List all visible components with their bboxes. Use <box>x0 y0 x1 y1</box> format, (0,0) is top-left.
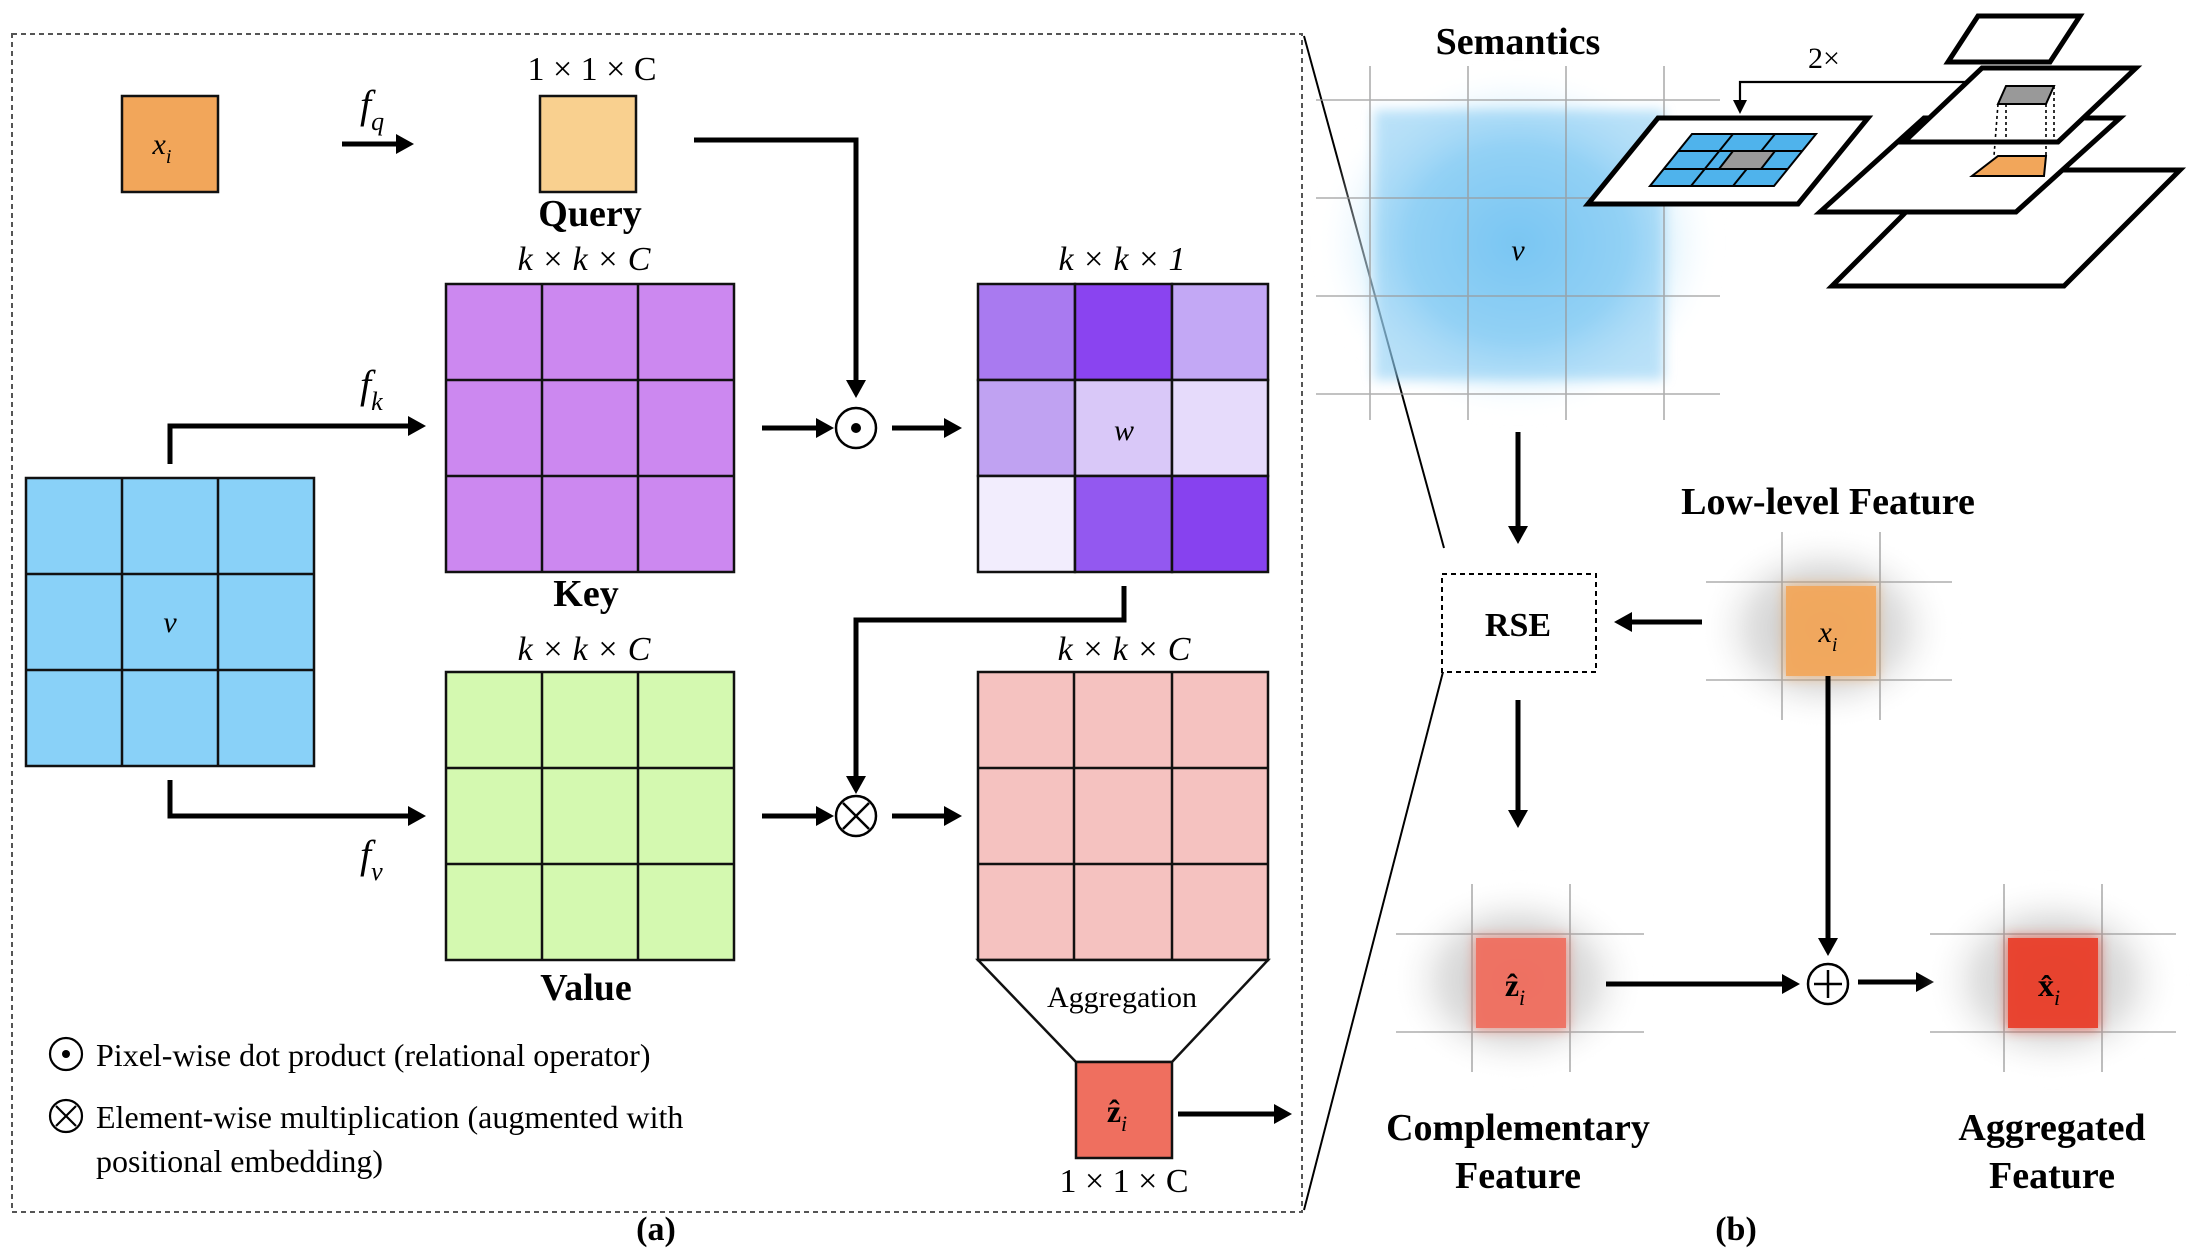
aggregated-xhat-label: x̂i <box>2038 967 2060 1010</box>
panel-a-border <box>11 33 1303 1213</box>
panel-a-caption: (a) <box>636 1211 676 1248</box>
value-to-times-arrow <box>762 806 834 826</box>
xi-label: xi <box>152 128 172 168</box>
query-label: Query <box>538 193 641 235</box>
semantics-v-label: v <box>1511 234 1525 267</box>
key-to-dot-arrow <box>762 418 834 438</box>
zhat-output-arrow <box>1178 1104 1292 1124</box>
query-to-dot-arrow <box>694 137 866 398</box>
query-square <box>538 94 638 194</box>
legend-times-text-1: Element-wise multiplication (augmented w… <box>96 1099 683 1135</box>
fv-arrow <box>167 780 426 826</box>
agg-grid <box>976 670 1270 962</box>
weight-cell <box>976 282 1077 382</box>
key-grid <box>444 282 736 574</box>
semantics-to-rse-arrow <box>1508 432 1528 544</box>
lowlevel-to-plus-arrow <box>1818 676 1838 956</box>
plus-operator-icon <box>1806 962 1850 1006</box>
weight-cell <box>1170 378 1270 478</box>
scale-label: 2× <box>1808 42 1840 75</box>
feature-pyramid-icon <box>1582 13 2187 289</box>
aggregation-label: Aggregation <box>1047 981 1197 1014</box>
weight-dims: k × k × 1 <box>1058 241 1185 278</box>
complementary-title-2: Feature <box>1455 1155 1581 1197</box>
legend-times-text-2: positional embedding) <box>96 1143 383 1179</box>
dot-operator-icon <box>834 406 878 450</box>
zhat-square <box>1074 1060 1174 1160</box>
xi-input-box: xi <box>120 94 220 194</box>
v-label: v <box>163 606 177 639</box>
complementary-zhat-label: ẑi <box>1505 967 1525 1010</box>
aggregated-title-1: Aggregated <box>1958 1107 2145 1149</box>
plus-to-aggregated-arrow <box>1858 972 1934 992</box>
v-grid <box>24 476 316 768</box>
aggregated-title-2: Feature <box>1989 1155 2115 1197</box>
dot-to-weight-arrow <box>892 418 962 438</box>
weight-cell <box>1170 474 1270 574</box>
times-operator-icon <box>834 794 878 838</box>
value-dims: k × k × C <box>518 631 651 668</box>
rse-label: RSE <box>1485 607 1551 644</box>
semantics-title: Semantics <box>1436 21 1601 63</box>
fq-label: fq <box>360 82 384 136</box>
aggregated-feature-cell <box>1926 880 2180 1080</box>
zhat-label: ẑi <box>1107 1093 1127 1136</box>
fk-label: fk <box>360 362 383 416</box>
weight-to-times-arrow <box>846 586 1127 794</box>
fq-arrow <box>342 134 414 154</box>
key-dims: k × k × C <box>518 241 651 278</box>
value-label: Value <box>540 967 632 1009</box>
legend-dot-icon <box>48 1036 84 1072</box>
query-dims: 1 × 1 × C <box>527 51 656 88</box>
weight-grid <box>976 282 1270 574</box>
low-level-xi-label: xi <box>1818 616 1838 656</box>
weight-cell <box>1073 282 1174 382</box>
weight-cell <box>976 378 1077 478</box>
rse-box <box>1441 573 1597 673</box>
agg-dims: k × k × C <box>1058 631 1191 668</box>
low-level-title: Low-level Feature <box>1681 481 1975 523</box>
zhat-dims: 1 × 1 × C <box>1059 1163 1188 1200</box>
panel-b: Semantics v <box>1316 13 2187 1248</box>
fk-arrow <box>167 416 426 464</box>
weight-cell <box>1170 282 1270 382</box>
value-grid <box>444 670 736 962</box>
complementary-to-plus-arrow <box>1606 974 1800 994</box>
rse-to-complementary-arrow <box>1508 700 1528 828</box>
lowlevel-to-rse-arrow <box>1614 612 1702 632</box>
panel-a: xi fq 1 × 1 × C Query k × k × C Key <box>11 33 1303 1248</box>
times-to-agg-arrow <box>892 806 962 826</box>
complementary-feature-cell <box>1392 880 1644 1080</box>
weight-center-label: w <box>1114 414 1134 447</box>
legend-dot-text: Pixel-wise dot product (relational opera… <box>96 1037 650 1073</box>
key-label: Key <box>553 573 618 615</box>
weight-cell <box>1073 378 1174 478</box>
low-level-feature-cell <box>1700 528 1952 728</box>
weight-cell <box>1073 474 1174 574</box>
legend-times-icon <box>48 1098 84 1134</box>
weight-cell <box>976 474 1077 574</box>
fv-label: fv <box>360 832 383 886</box>
panel-b-caption: (b) <box>1715 1211 1757 1248</box>
complementary-title-1: Complementary <box>1386 1107 1650 1149</box>
xi-square <box>120 94 220 194</box>
